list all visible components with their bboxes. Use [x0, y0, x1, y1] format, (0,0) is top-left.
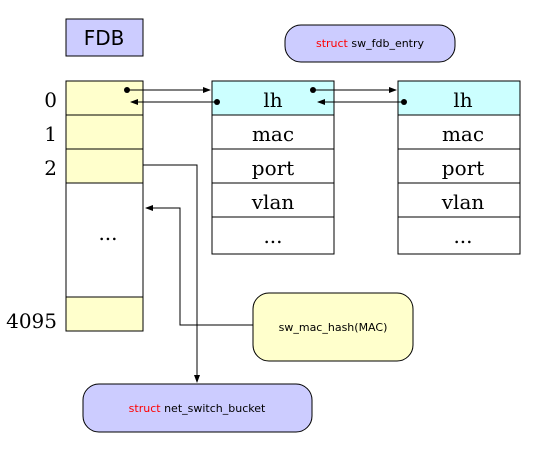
bucket-struct-name: net_switch_bucket	[164, 402, 266, 415]
fdb-bucket-0	[65, 80, 144, 116]
entry-1-lh-label: lh	[263, 88, 282, 112]
svg-text:struct net_switch_bucket: struct net_switch_bucket	[129, 402, 266, 415]
bucket-struct-keyword: struct	[129, 402, 162, 415]
fdb-bucket-4095	[65, 296, 144, 332]
entry-2-port-label: port	[442, 156, 484, 180]
index-label-2: 2	[44, 156, 57, 180]
entry-field-lh	[211, 80, 335, 116]
fdb-bucket-1	[65, 114, 144, 150]
hash-function-box: sw_mac_hash(MAC)	[252, 292, 414, 362]
sw-fdb-entry-pill: struct sw_fdb_entry	[284, 24, 456, 63]
entry-2-vlan-label: vlan	[441, 190, 485, 214]
entry-2-more-label: ...	[453, 224, 472, 248]
list-links-bucket-entry1	[124, 87, 220, 105]
entry-2-lh-label: lh	[453, 88, 472, 112]
fdb-table: ...	[65, 80, 144, 332]
entry-1-more-label: ...	[263, 224, 282, 248]
svg-text:struct sw_fdb_entry: struct sw_fdb_entry	[316, 37, 425, 50]
entry-field-more	[211, 216, 335, 255]
hash-function-label: sw_mac_hash(MAC)	[279, 321, 388, 334]
fdb-ellipsis: ...	[98, 221, 117, 245]
bucket-type-arrow	[143, 164, 200, 383]
fdb-title-label: FDB	[84, 26, 125, 50]
fdb-entry-2: lh mac port vlan ...	[397, 80, 521, 255]
hash-to-bucket-arrow	[145, 205, 253, 326]
entry-field-lh	[397, 80, 521, 116]
index-label-1: 1	[44, 122, 57, 146]
entry-2-mac-label: mac	[442, 122, 484, 146]
index-label-0: 0	[44, 88, 57, 112]
entry-1-mac-label: mac	[252, 122, 294, 146]
fdb-title-box: FDB	[65, 18, 144, 57]
entry-1-port-label: port	[252, 156, 294, 180]
fdb-entry-1: lh mac port vlan ...	[211, 80, 335, 255]
entry-field-port	[397, 148, 521, 184]
list-links-entry1-entry2	[310, 87, 407, 105]
net-switch-bucket-pill: struct net_switch_bucket	[82, 383, 313, 433]
entry-struct-name: sw_fdb_entry	[351, 37, 424, 50]
entry-field-more	[397, 216, 521, 255]
entry-struct-keyword: struct	[316, 37, 349, 50]
entry-field-mac	[397, 114, 521, 150]
fdb-bucket-2	[65, 148, 144, 184]
index-label-4095: 4095	[6, 309, 57, 333]
entry-1-vlan-label: vlan	[251, 190, 295, 214]
